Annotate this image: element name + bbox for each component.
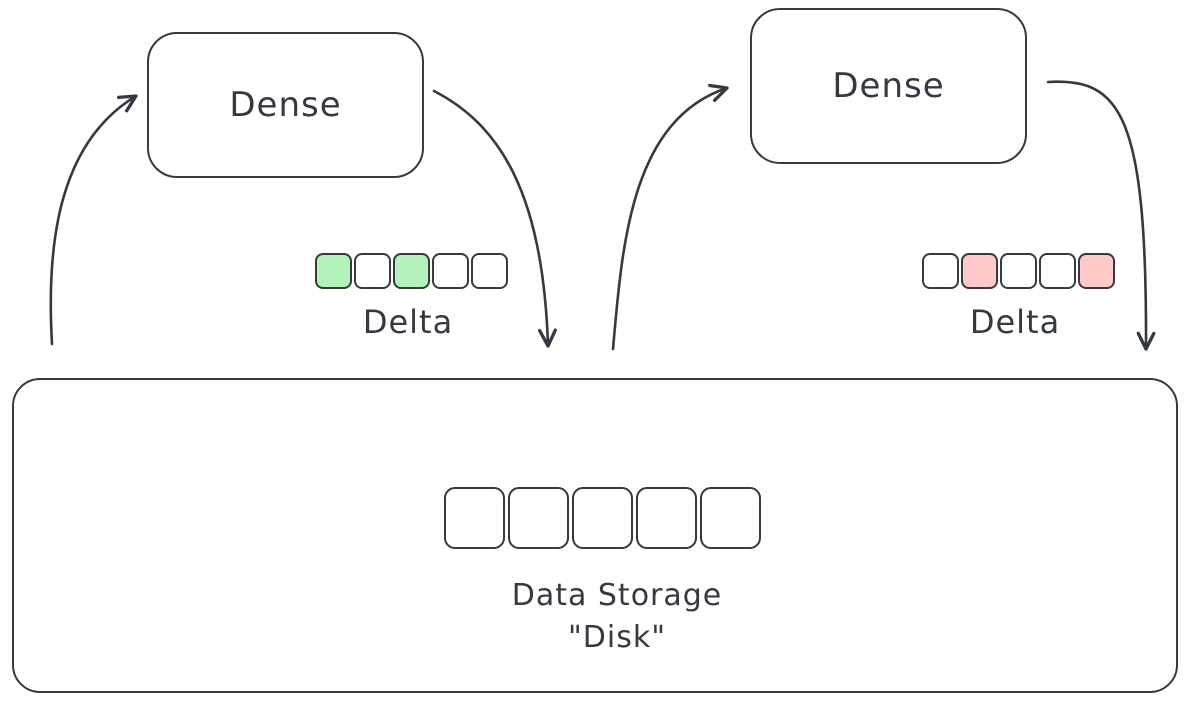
cell-white	[508, 487, 569, 549]
cell-green	[393, 253, 430, 289]
delta-label-left: Delta	[362, 303, 454, 341]
cell-white	[636, 487, 697, 549]
cell-pink	[961, 253, 998, 289]
delta-cells-left	[315, 253, 508, 289]
disk-label: Data Storage "Disk"	[417, 575, 817, 659]
cell-white	[572, 487, 633, 549]
cell-white	[444, 487, 505, 549]
dense-box-right: Dense	[750, 8, 1027, 164]
cell-white	[471, 253, 508, 289]
cell-white	[1000, 253, 1037, 289]
cell-white	[354, 253, 391, 289]
dense-box-left-label: Dense	[229, 85, 342, 125]
cell-white	[432, 253, 469, 289]
cell-green	[315, 253, 352, 289]
disk-cells	[444, 487, 761, 549]
disk-label-line2: "Disk"	[567, 620, 667, 655]
cell-pink	[1078, 253, 1115, 289]
cell-white	[700, 487, 761, 549]
delta-cells-right	[922, 253, 1115, 289]
disk-label-line1: Data Storage	[511, 578, 723, 613]
dense-box-right-label: Dense	[832, 66, 945, 106]
cell-white	[1039, 253, 1076, 289]
arrow-up-into-right-dense	[611, 83, 729, 351]
delta-label-right: Delta	[969, 303, 1061, 341]
cell-white	[922, 253, 959, 289]
dense-box-left: Dense	[147, 32, 424, 178]
arrow-up-into-left-dense	[49, 94, 138, 346]
